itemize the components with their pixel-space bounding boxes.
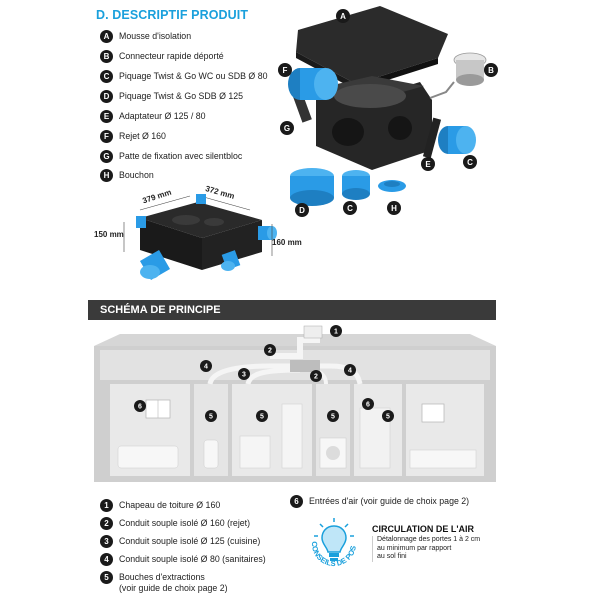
legend-text: Chapeau de toiture Ø 160	[119, 500, 221, 510]
legend-item: F Rejet Ø 160	[100, 127, 166, 145]
connector-b	[429, 52, 487, 99]
legend-item: D Piquage Twist & Go SDB Ø 125	[100, 87, 243, 105]
schema-legend-item: 4 Conduit souple isolé Ø 80 (sanitaires)	[100, 553, 266, 566]
legend-badge: H	[100, 168, 113, 182]
pipe-c-right	[438, 126, 476, 154]
schema-legend-item: 3 Conduit souple isolé Ø 125 (cuisine)	[100, 535, 261, 548]
schema-legend-item: 5 Bouches d'extractions(voir guide de cho…	[100, 571, 228, 594]
legend-text: Conduit souple isolé Ø 80 (sanitaires)	[119, 554, 266, 564]
dimension-height-left: 150 mm	[94, 230, 124, 239]
legend-text: Mousse d'isolation	[119, 31, 192, 41]
section-title-schema: SCHÉMA DE PRINCIPE	[88, 300, 496, 320]
legend-text: Rejet Ø 160	[119, 131, 166, 141]
legend-badge: 5	[100, 571, 113, 584]
section-title-product: D. DESCRIPTIF PRODUIT	[96, 8, 249, 22]
legend-text: Piquage Twist & Go WC ou SDB Ø 80	[119, 71, 268, 81]
legend-badge: 2	[100, 517, 113, 530]
legend-item: B Connecteur rapide déporté	[100, 47, 224, 65]
svg-text:5: 5	[209, 414, 213, 421]
legend-badge: E	[100, 109, 113, 123]
legend-badge: D	[100, 89, 113, 103]
cap-h	[378, 180, 406, 192]
lightbulb-icon: CONSEILS DE POSE	[302, 512, 358, 568]
svg-text:6: 6	[138, 404, 142, 411]
pipe-d	[290, 168, 334, 206]
legend-text-secondary: (voir guide de choix page 2)	[119, 583, 228, 593]
svg-text:3: 3	[242, 372, 246, 379]
bed	[409, 449, 477, 469]
sofa	[117, 445, 179, 469]
dimension-drawing	[123, 194, 277, 281]
tip-box: CIRCULATION DE L'AIR Détalonnage des por…	[372, 524, 480, 562]
legend-text: Bouchon	[119, 170, 154, 180]
fridge	[281, 403, 303, 469]
svg-text:4: 4	[204, 364, 208, 371]
legend-badge: C	[100, 69, 113, 83]
exhaust-pipe-f	[288, 68, 338, 100]
roof-cap	[303, 325, 323, 339]
legend-item: E Adaptateur Ø 125 / 80	[100, 107, 206, 125]
svg-text:2: 2	[268, 348, 272, 355]
vmc-unit	[290, 360, 320, 372]
legend-badge: F	[100, 129, 113, 143]
legend-text: Conduit souple isolé Ø 160 (rejet)	[119, 518, 251, 528]
svg-text:4: 4	[348, 368, 352, 375]
tip-text-line: Détalonnage des portes 1 à 2 cm	[377, 536, 481, 543]
badge-a: A	[340, 12, 346, 21]
badge-d: D	[299, 206, 305, 215]
schema-legend-item: 6 Entrées d'air (voir guide de choix page…	[290, 495, 470, 508]
badge-c2: C	[347, 204, 353, 213]
badge-c1: C	[467, 158, 473, 167]
tip-title: CIRCULATION DE L'AIR	[372, 524, 474, 534]
tip-text-line: au minimum par rapport	[377, 544, 452, 552]
badge-b: B	[488, 66, 494, 75]
svg-text:5: 5	[260, 414, 264, 421]
legend-item: C Piquage Twist & Go WC ou SDB Ø 80	[100, 67, 267, 85]
legend-badge: G	[100, 149, 113, 163]
schema-legend-item: 1 Chapeau de toiture Ø 160	[100, 499, 221, 512]
legend-text: Piquage Twist & Go SDB Ø 125	[119, 91, 244, 101]
tip-text-line: au sol fini	[377, 553, 407, 560]
badge-h: H	[391, 204, 397, 213]
svg-text:6: 6	[366, 402, 370, 409]
legend-text: Connecteur rapide déporté	[119, 51, 224, 61]
svg-text:5: 5	[331, 414, 335, 421]
legend-item: G Patte de fixation avec silentbloc	[100, 147, 242, 165]
pipe-c-small	[342, 170, 370, 200]
legend-badge: 3	[100, 535, 113, 548]
badge-g: G	[284, 124, 290, 133]
legend-text: Conduit souple isolé Ø 125 (cuisine)	[119, 536, 261, 546]
schema-legend-item: 2 Conduit souple isolé Ø 160 (rejet)	[100, 517, 251, 530]
legend-text: Entrées d'air (voir guide de choix page …	[309, 496, 470, 506]
foam-lid	[296, 6, 448, 84]
svg-text:1: 1	[334, 329, 338, 336]
dimension-height-right: 160 mm	[272, 238, 302, 247]
legend-badge: A	[100, 29, 113, 43]
exploded-product-illustration: A B F G E C D C H	[278, 6, 498, 217]
badge-e: E	[425, 160, 431, 169]
legend-badge: 1	[100, 499, 113, 512]
badge-f: F	[283, 66, 288, 75]
legend-badge: B	[100, 49, 113, 63]
legend-text: Adaptateur Ø 125 / 80	[119, 111, 206, 121]
svg-text:2: 2	[314, 374, 318, 381]
legend-text: Bouches d'extractions	[119, 572, 205, 582]
legend-item: H Bouchon	[100, 166, 154, 184]
legend-text: Patte de fixation avec silentbloc	[119, 151, 243, 161]
svg-text:5: 5	[386, 414, 390, 421]
legend-badge: 4	[100, 553, 113, 566]
legend-badge: 6	[290, 495, 303, 508]
legend-item: A Mousse d'isolation	[100, 27, 191, 45]
